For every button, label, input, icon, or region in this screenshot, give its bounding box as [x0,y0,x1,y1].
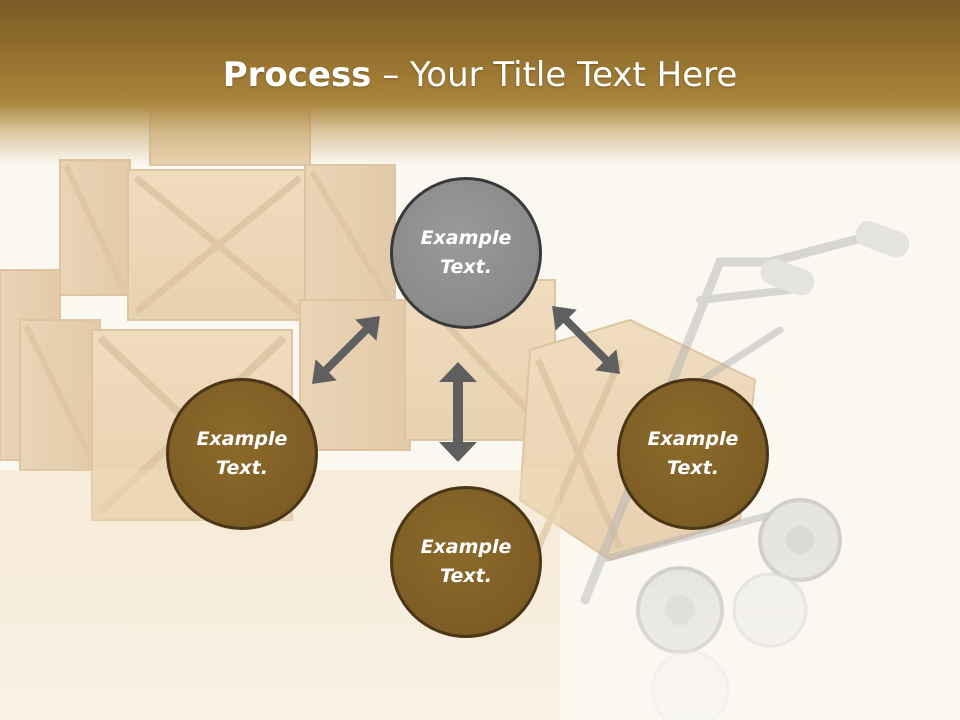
process-node-top: Example Text. [390,177,542,329]
double-arrow-top-left [312,316,380,384]
node-text-line2: Text. [667,457,719,479]
node-text-line1: Example [647,428,739,450]
title-bar [0,0,960,165]
crate [127,169,309,321]
node-text-line1: Example [196,428,288,450]
process-node-right: Example Text. [617,378,769,530]
title-bold-text: Process [222,55,372,95]
double-arrow-top-right [552,306,620,374]
node-text-line1: Example [420,536,512,558]
process-node-left: Example Text. [166,378,318,530]
double-arrow-vertical [439,362,477,462]
node-text-line2: Text. [440,565,492,587]
node-text-line1: Example [420,227,512,249]
crate [59,159,131,296]
node-text-line2: Text. [216,457,268,479]
process-node-bottom: Example Text. [390,486,542,638]
title-rest-text: – Your Title Text Here [371,55,738,95]
slide-title: Process – Your Title Text Here [0,52,960,98]
node-text-line2: Text. [440,256,492,278]
